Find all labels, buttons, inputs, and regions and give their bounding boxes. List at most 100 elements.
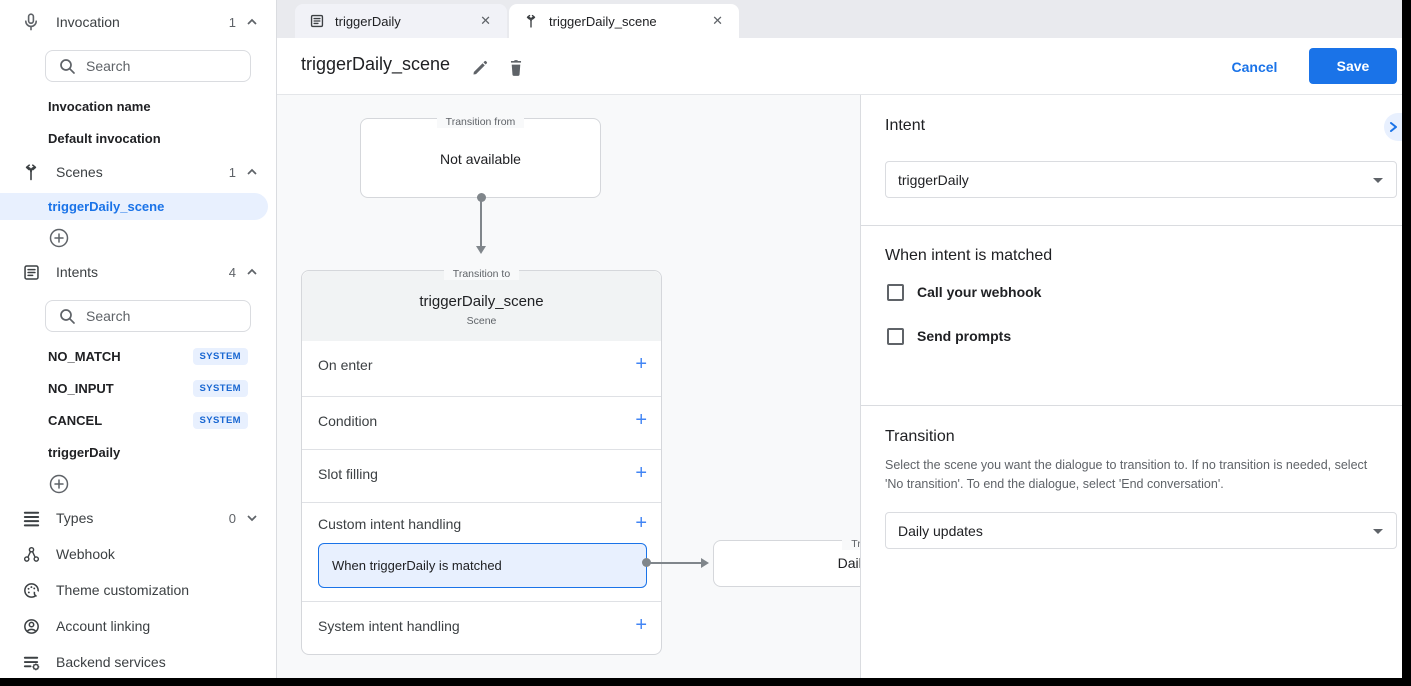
sidebar-item-default-invocation[interactable]: Default invocation bbox=[48, 122, 248, 154]
sidebar-item-cancel-intent[interactable]: CANCEL SYSTEM bbox=[48, 404, 248, 436]
add-scene-button[interactable] bbox=[48, 227, 70, 249]
checkbox-label: Call your webhook bbox=[917, 284, 1042, 300]
main-area: triggerDaily ✕ triggerDaily_scene ✕ trig… bbox=[277, 0, 1402, 678]
row-label: Custom intent handling bbox=[318, 516, 462, 532]
tab-label: triggerDaily_scene bbox=[549, 13, 657, 29]
item-label: triggerDaily_scene bbox=[48, 199, 165, 214]
panel-divider bbox=[861, 225, 1402, 226]
add-slot-button[interactable]: + bbox=[635, 462, 647, 484]
add-system-intent-button[interactable]: + bbox=[635, 614, 647, 636]
section-count: 1 bbox=[228, 164, 236, 180]
search-icon bbox=[58, 307, 76, 325]
item-label: Theme customization bbox=[56, 582, 190, 598]
node-legend: Transition to bbox=[842, 538, 860, 550]
section-label: Scenes bbox=[56, 164, 103, 180]
intent-detail-panel: Intent triggerDaily When intent is match… bbox=[860, 95, 1402, 678]
chevron-right-icon bbox=[1390, 122, 1397, 132]
item-label: Invocation name bbox=[48, 98, 151, 114]
intent-select-value: triggerDaily bbox=[898, 171, 969, 188]
intent-handler-chip-selected[interactable]: When triggerDaily is matched bbox=[318, 543, 647, 588]
item-label: CANCEL bbox=[48, 412, 103, 428]
connector-line-right bbox=[650, 562, 702, 564]
system-badge: SYSTEM bbox=[192, 347, 248, 365]
sidebar: Invocation 1 Invocation name Default inv… bbox=[0, 0, 277, 678]
node-legend: Transition to bbox=[443, 268, 520, 280]
system-badge: SYSTEM bbox=[192, 379, 248, 397]
edit-title-button[interactable] bbox=[467, 54, 493, 80]
node-text: Not available bbox=[440, 151, 521, 167]
intents-search-input[interactable] bbox=[45, 300, 251, 332]
send-prompts-row: Send prompts bbox=[887, 325, 1011, 347]
scene-flow-canvas[interactable]: Transition from Not available Transition… bbox=[277, 95, 860, 678]
chevron-up-icon[interactable] bbox=[246, 168, 258, 176]
connector-arrowhead-down bbox=[476, 246, 486, 254]
sidebar-item-invocation-name[interactable]: Invocation name bbox=[48, 90, 248, 122]
sidebar-item-account-linking[interactable]: Account linking bbox=[0, 610, 276, 642]
sidebar-section-intents[interactable]: Intents 4 bbox=[0, 256, 276, 288]
backend-services-icon bbox=[20, 651, 42, 673]
sidebar-section-scenes[interactable]: Scenes 1 bbox=[0, 156, 276, 188]
scene-node-header: triggerDaily_scene Scene bbox=[302, 271, 661, 341]
item-label: Default invocation bbox=[48, 130, 161, 146]
item-label: NO_INPUT bbox=[48, 380, 114, 396]
tab-triggerdaily[interactable]: triggerDaily ✕ bbox=[295, 4, 507, 38]
close-icon[interactable]: ✕ bbox=[480, 13, 491, 28]
add-intent-button[interactable] bbox=[48, 473, 70, 495]
add-custom-intent-button[interactable]: + bbox=[635, 512, 647, 534]
delete-scene-button[interactable] bbox=[503, 54, 529, 80]
sidebar-item-webhook[interactable]: Webhook bbox=[0, 538, 276, 570]
scene-tab-icon bbox=[523, 13, 539, 29]
add-on-enter-button[interactable]: + bbox=[635, 353, 647, 375]
close-icon[interactable]: ✕ bbox=[712, 13, 723, 28]
sidebar-item-backend-services[interactable]: Backend services bbox=[0, 646, 276, 678]
collapse-panel-button[interactable] bbox=[1384, 113, 1402, 141]
send-prompts-checkbox[interactable] bbox=[887, 327, 904, 345]
section-count: 1 bbox=[228, 14, 236, 30]
sidebar-item-no-input[interactable]: NO_INPUT SYSTEM bbox=[48, 372, 248, 404]
add-condition-button[interactable]: + bbox=[635, 409, 647, 431]
call-webhook-row: Call your webhook bbox=[887, 281, 1041, 303]
chevron-up-icon[interactable] bbox=[246, 18, 258, 26]
row-label: On enter bbox=[318, 357, 373, 373]
connector-dot bbox=[477, 193, 486, 202]
sidebar-item-triggerdaily-scene-selected[interactable]: triggerDaily_scene bbox=[0, 193, 268, 220]
connector-line-down bbox=[480, 199, 482, 247]
webhook-icon bbox=[20, 543, 42, 565]
checkbox-label: Send prompts bbox=[917, 328, 1012, 344]
item-label: Account linking bbox=[56, 618, 151, 634]
intent-heading: Intent bbox=[885, 117, 926, 134]
connector-arrowhead-right bbox=[701, 558, 709, 568]
account-circle-icon bbox=[20, 615, 42, 637]
tab-triggerdaily-scene[interactable]: triggerDaily_scene ✕ bbox=[509, 4, 739, 38]
section-count: 0 bbox=[228, 510, 236, 526]
cancel-button[interactable]: Cancel bbox=[1212, 49, 1297, 85]
node-legend: Transition from bbox=[436, 116, 525, 128]
scene-row-system-intent-handling: System intent handling + bbox=[302, 601, 661, 656]
transition-heading: Transition bbox=[885, 428, 955, 445]
scene-row-custom-intent-handling: Custom intent handling + When triggerDai… bbox=[302, 502, 661, 601]
chevron-down-icon[interactable] bbox=[246, 514, 258, 522]
sidebar-item-theme-customization[interactable]: Theme customization bbox=[0, 574, 276, 606]
sidebar-item-triggerdaily-intent[interactable]: triggerDaily bbox=[48, 436, 248, 468]
call-webhook-checkbox[interactable] bbox=[887, 283, 904, 301]
when-matched-heading: When intent is matched bbox=[885, 247, 1053, 264]
types-icon bbox=[20, 507, 42, 529]
invocation-search-input[interactable] bbox=[45, 50, 251, 82]
sidebar-section-invocation[interactable]: Invocation 1 bbox=[0, 6, 276, 38]
section-label: Intents bbox=[56, 264, 99, 280]
transition-select[interactable]: Daily updates bbox=[885, 512, 1397, 549]
save-button[interactable]: Save bbox=[1309, 48, 1397, 84]
connector-dot bbox=[642, 558, 651, 567]
transition-target-node[interactable]: Transition to Daily updates bbox=[713, 538, 860, 587]
sidebar-section-types[interactable]: Types 0 bbox=[0, 502, 276, 534]
caret-down-icon bbox=[1373, 529, 1383, 534]
row-label: System intent handling bbox=[318, 618, 460, 634]
scene-node-subtitle: Scene bbox=[466, 315, 497, 327]
chevron-up-icon[interactable] bbox=[246, 268, 258, 276]
scenes-icon bbox=[20, 161, 42, 183]
intent-tab-icon bbox=[309, 13, 325, 29]
intent-select[interactable]: triggerDaily bbox=[885, 161, 1397, 198]
sidebar-item-no-match[interactable]: NO_MATCH SYSTEM bbox=[48, 340, 248, 372]
node-text: Daily updates bbox=[837, 555, 860, 571]
tab-label: triggerDaily bbox=[335, 13, 401, 29]
